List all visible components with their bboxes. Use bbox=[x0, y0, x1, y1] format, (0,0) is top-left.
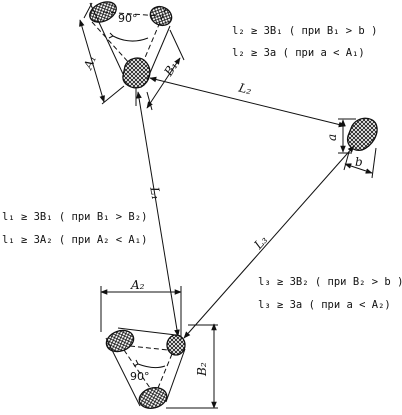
label-A1: A₁ bbox=[81, 53, 99, 72]
right-electrode bbox=[346, 117, 378, 151]
label-A2: A₂ bbox=[130, 278, 145, 292]
bottom-center-electrode bbox=[138, 387, 168, 409]
label-b: b bbox=[355, 155, 363, 169]
label-B1: B₁ bbox=[161, 59, 181, 79]
label-L2: L₂ bbox=[236, 80, 253, 97]
condition-l2-1: l₂ ≥ 3B₁ ( при B₁ > b ) bbox=[232, 25, 377, 37]
line-L1 bbox=[136, 91, 180, 337]
condition-l3-2: l₃ ≥ 3a ( при a < A₂) bbox=[258, 299, 391, 311]
condition-l2-2: l₂ ≥ 3a ( при a < A₁) bbox=[232, 47, 365, 59]
label-L3: L₃ bbox=[251, 233, 271, 253]
line-L3 bbox=[183, 145, 355, 339]
condition-l1-2: l₁ ≥ 3A₂ ( при A₂ < A₁) bbox=[2, 234, 147, 246]
label-a: a bbox=[325, 134, 339, 141]
bottom-electrode-group bbox=[100, 286, 218, 409]
condition-l3-1: l₃ ≥ 3B₂ ( при B₂ > b ) bbox=[258, 276, 402, 288]
label-L1: L₁ bbox=[147, 185, 163, 201]
label-90-top: 90° bbox=[118, 12, 138, 25]
right-electrode-group bbox=[338, 117, 378, 179]
bottom-left-electrode bbox=[105, 329, 135, 353]
condition-l1-1: l₁ ≥ 3B₁ ( при B₁ > B₂) bbox=[2, 211, 147, 223]
line-L2 bbox=[149, 76, 346, 128]
label-B2: B₂ bbox=[195, 362, 209, 377]
distance-lines bbox=[136, 76, 355, 339]
label-90-bottom: 90° bbox=[130, 370, 150, 383]
bottom-right-electrode bbox=[166, 334, 186, 356]
top-electrode-group bbox=[79, 1, 185, 111]
top-center-electrode bbox=[122, 57, 151, 89]
